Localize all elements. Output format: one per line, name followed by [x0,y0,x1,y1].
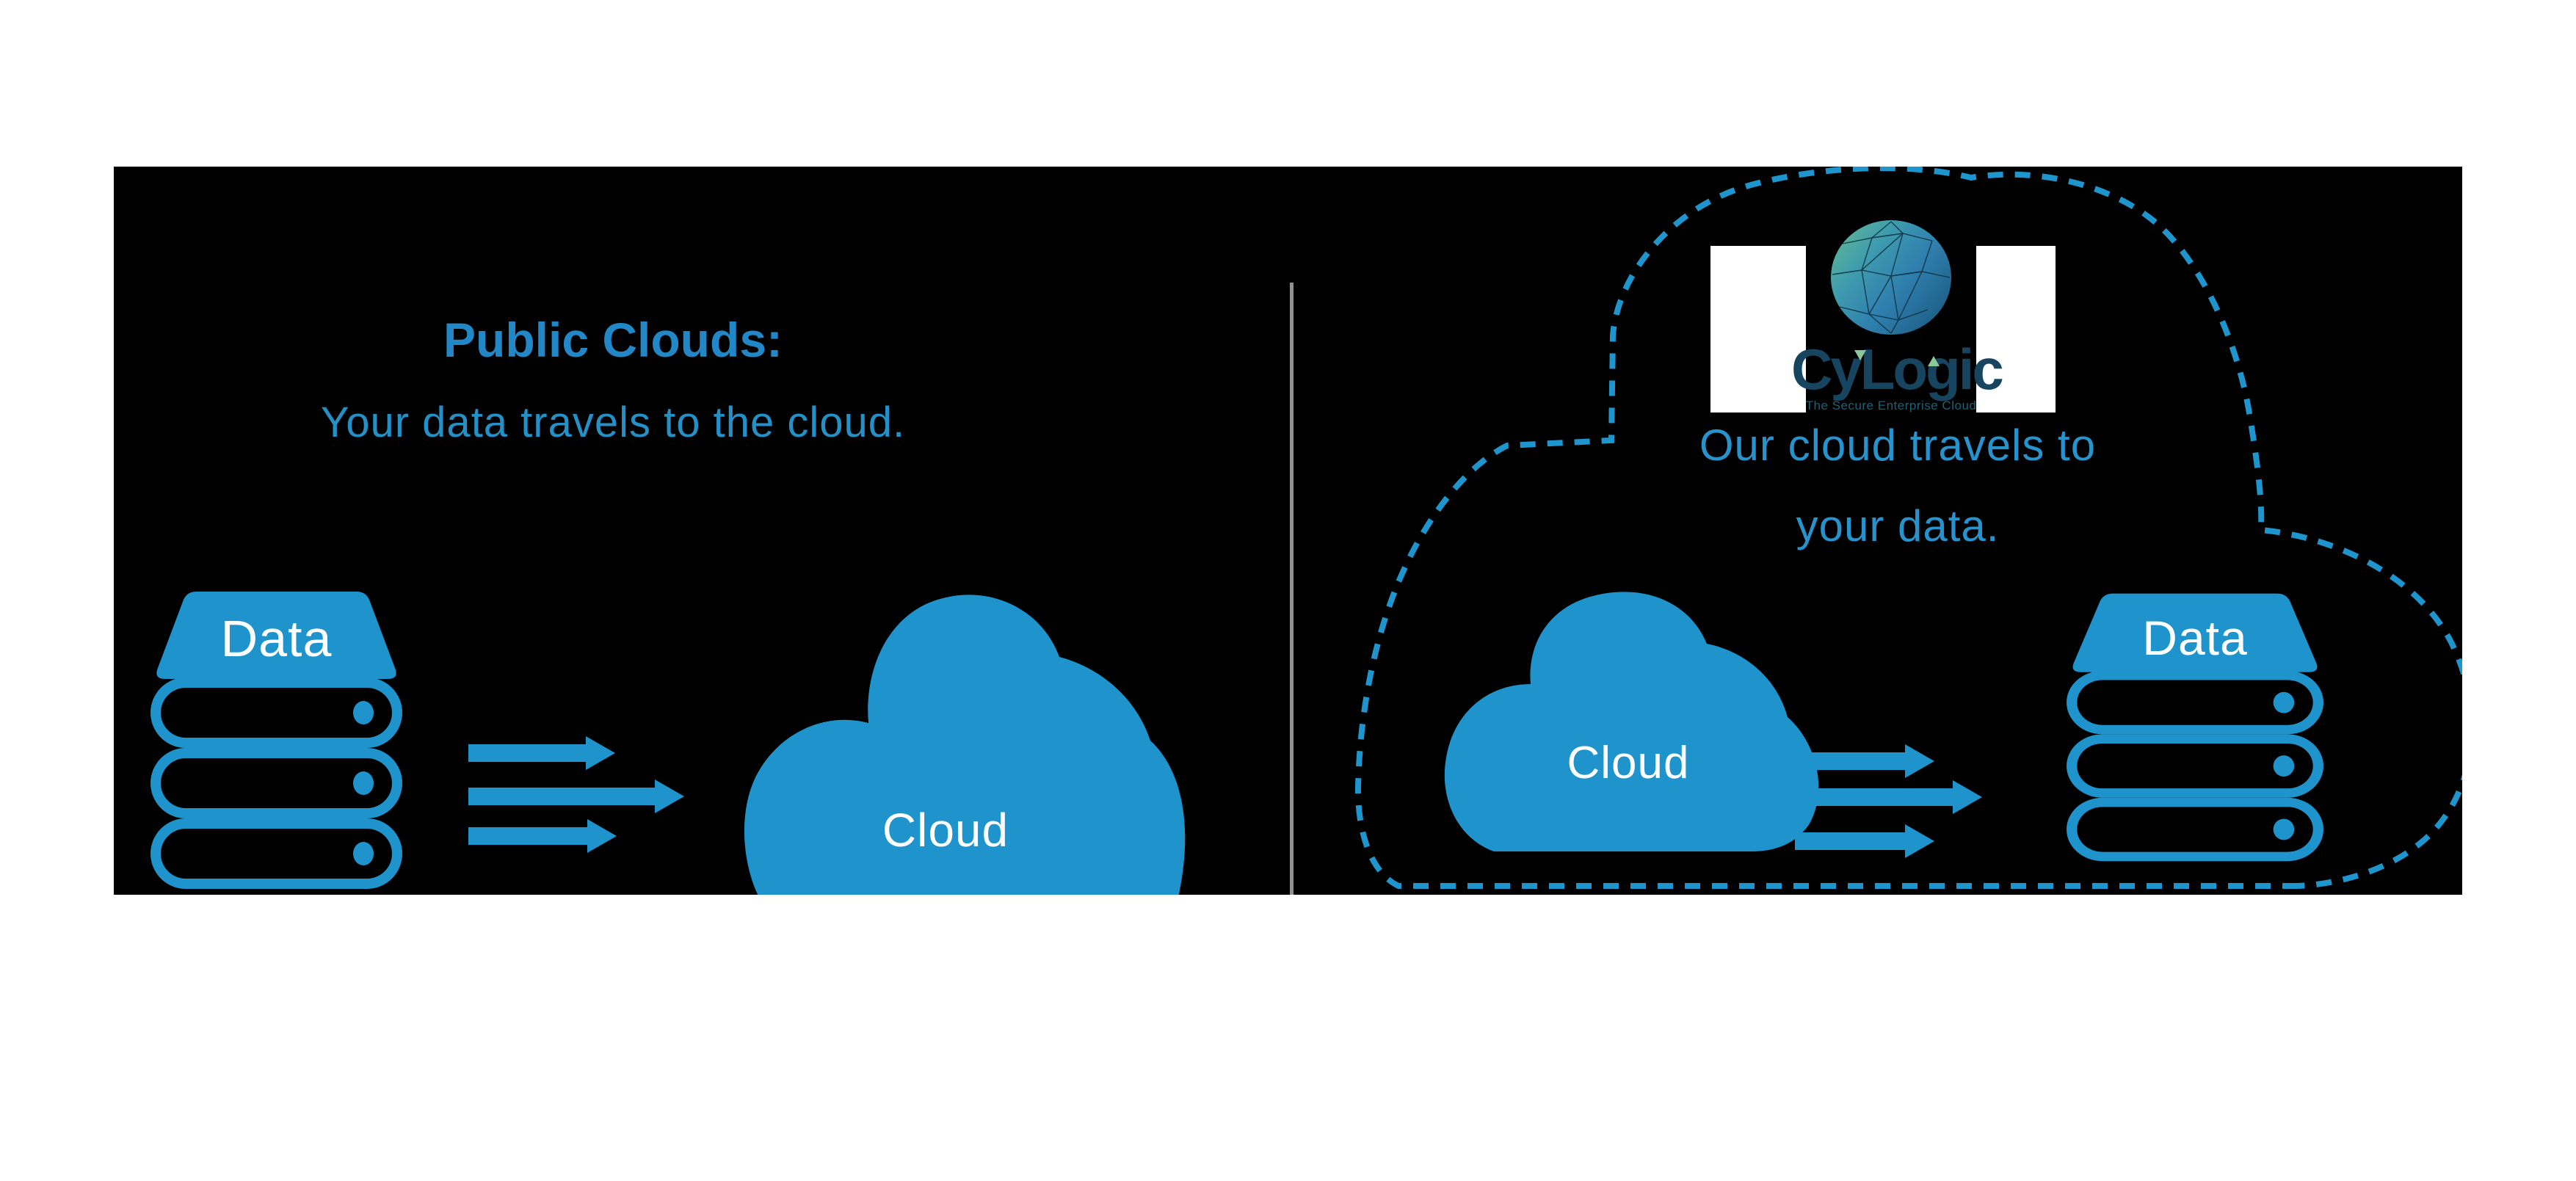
cylogic-tagline: The Secure Enterprise Cloud [1805,399,1977,413]
transfer-arrow [468,780,684,813]
private-cloud-label: Cloud [1567,738,1690,788]
section-divider [1290,283,1294,895]
private-cloud-icon [1444,592,1819,851]
transfer-arrow [1795,744,1934,778]
public-clouds-subtitle: Your data travels to the cloud. [320,399,906,446]
right-headline-line2: your data. [1796,501,2000,550]
data-stack-label: Data [220,610,333,667]
data-stack-icon-right [2067,593,2323,862]
public-cloud-label: Cloud [882,804,1009,857]
cylogic-wordmark: CyLogic [1791,337,2004,401]
comparison-panel: Public Clouds: Your data travels to the … [114,167,2462,895]
public-clouds-title: Public Clouds: [443,313,783,367]
transfer-arrow [1795,780,1982,814]
transfer-arrow [468,819,617,853]
public-cloud-icon [744,595,1186,895]
transfer-arrow [468,736,615,770]
public-clouds-headline: Public Clouds: Your data travels to the … [246,313,980,448]
transfer-arrow [1795,824,1934,858]
right-headline-line1: Our cloud travels to [1699,421,2097,470]
dotted-cloud-outline [1354,167,2462,889]
data-stack-right-label: Data [2142,611,2248,665]
data-stack-icon [150,592,402,889]
geodesic-sphere-icon [1831,220,1951,335]
cylogic-logo-box: CyLogic The Secure Enterprise Cloud [1710,220,2056,413]
